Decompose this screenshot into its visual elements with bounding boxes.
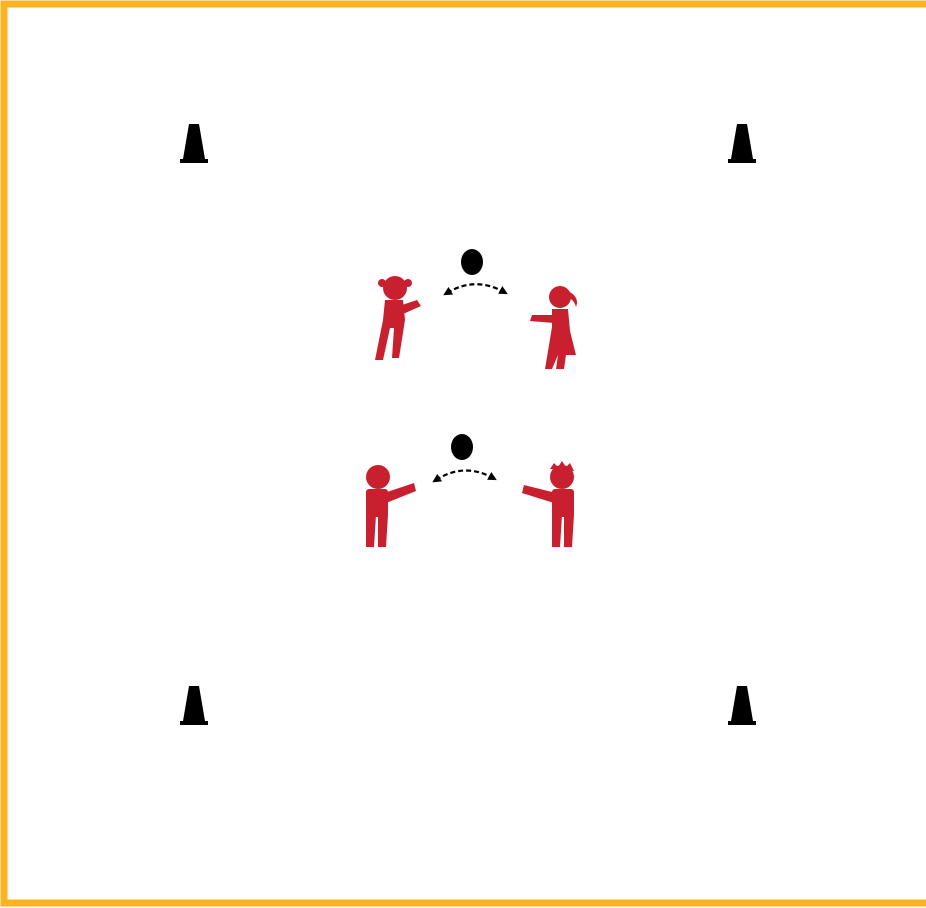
girl-icon (530, 286, 577, 369)
cone-icon (180, 686, 208, 725)
cone-icon (180, 124, 208, 163)
dashed-double-arrow-icon (436, 470, 493, 480)
pair-boys (366, 434, 574, 547)
ball-icon (451, 434, 473, 460)
cone-icon (728, 686, 756, 725)
boy-icon (366, 465, 416, 547)
cone-icon (728, 124, 756, 163)
dashed-double-arrow-icon (447, 284, 504, 293)
pair-girls (375, 249, 577, 369)
girl-icon (375, 276, 421, 360)
ball-icon (461, 249, 483, 275)
boy-icon (522, 461, 574, 547)
